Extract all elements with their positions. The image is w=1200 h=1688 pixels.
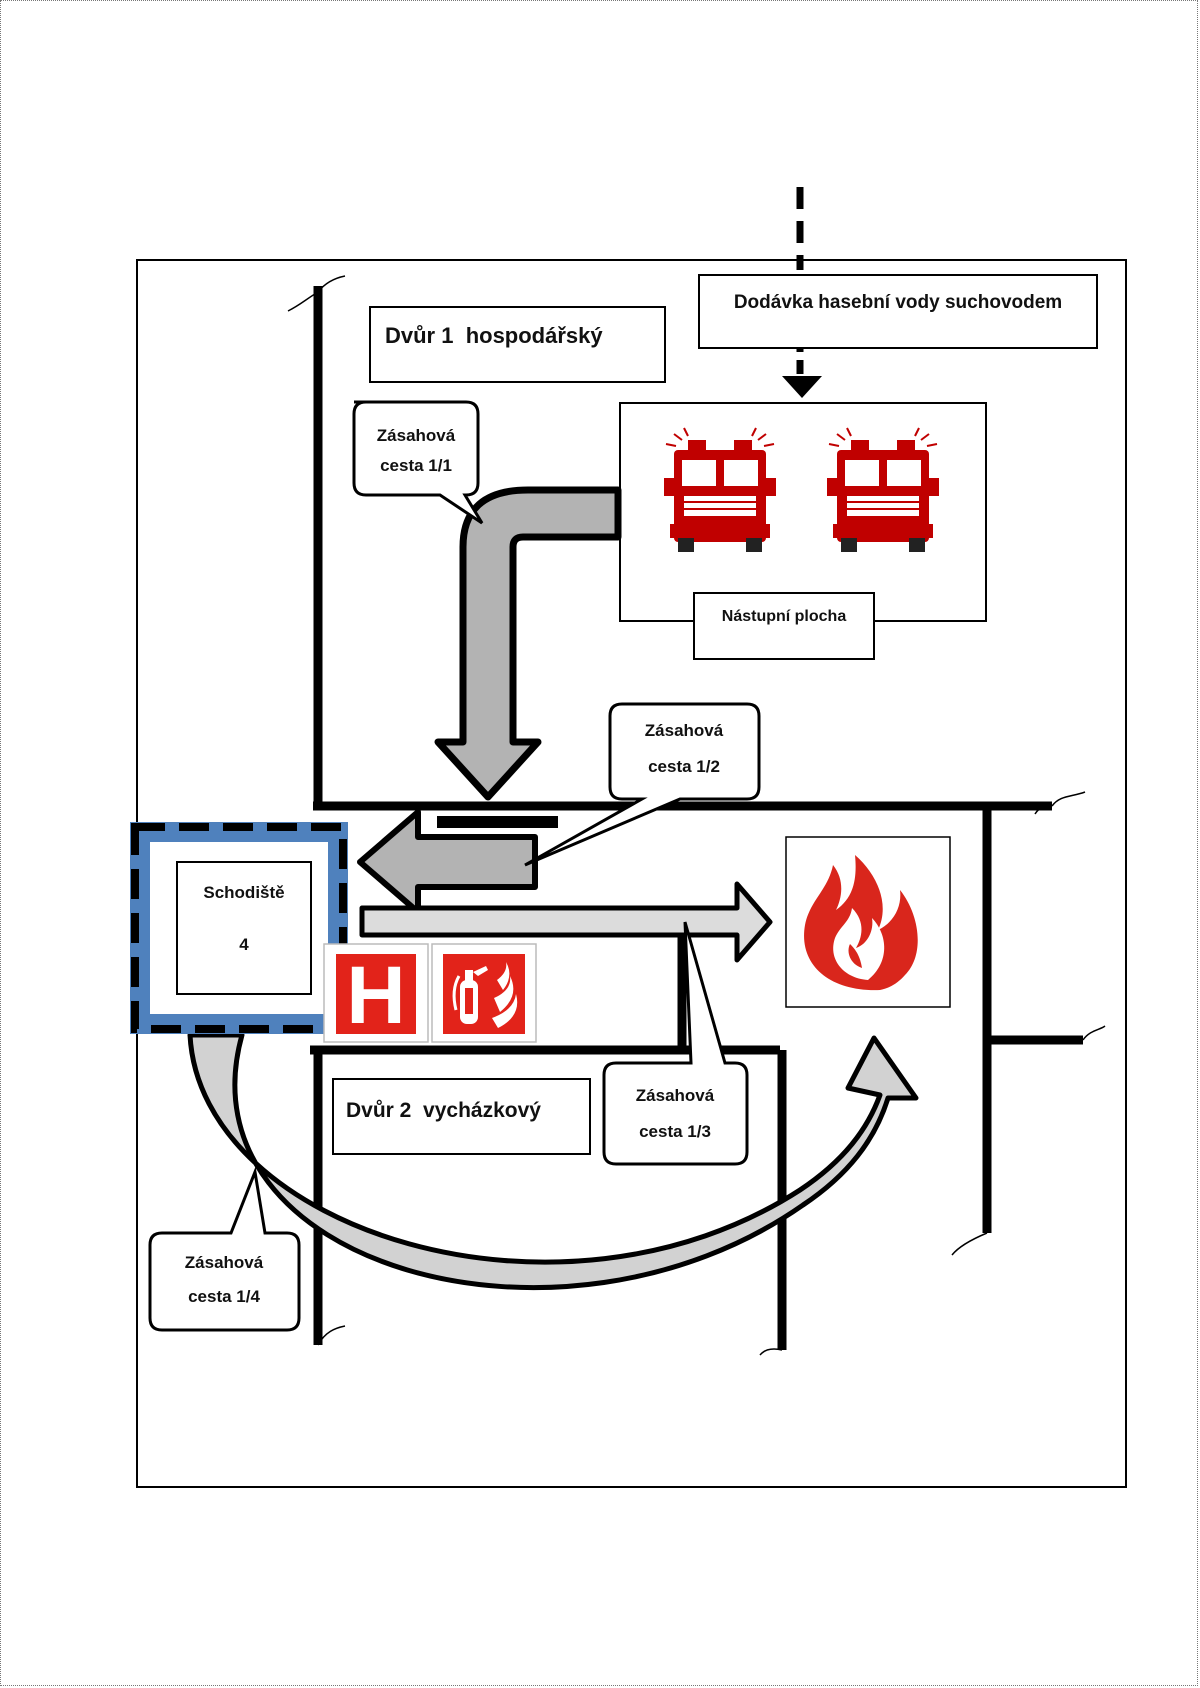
callout-route-1-3: Zásahová cesta 1/3 — [602, 921, 749, 1166]
callout-route-1-3-line2: cesta 1/3 — [639, 1122, 711, 1141]
callout-route-1-1-line1: Zásahová — [377, 426, 456, 445]
callout-route-1-2-line1: Zásahová — [645, 721, 724, 740]
courtyard-2-label: Dvůr 2 vycházkový — [346, 1099, 541, 1122]
fire-truck-icon — [664, 427, 776, 552]
staircase-box: Schodiště 4 — [130, 822, 348, 1034]
route-1-1-arrow — [434, 486, 622, 801]
callout-route-1-4-line1: Zásahová — [185, 1253, 264, 1272]
access-area-label-box: Nástupní plocha — [693, 592, 875, 660]
hydrant-letter: H — [346, 950, 405, 1041]
callout-route-1-2: Zásahová cesta 1/2 — [524, 702, 761, 867]
staircase-number: 4 — [239, 935, 249, 954]
route-1-3-arrow — [359, 881, 773, 963]
callout-route-1-2-line2: cesta 1/2 — [648, 757, 720, 776]
callout-route-1-1: Zásahová cesta 1/1 — [352, 400, 484, 525]
courtyard-1-label: Dvůr 1 hospodářský — [385, 323, 603, 348]
route-1-4-arrow — [187, 1032, 919, 1290]
fire-flame-icon — [785, 836, 951, 1008]
courtyard-1-box: Dvůr 1 hospodářský — [369, 306, 666, 383]
route-1-2-arrow — [357, 809, 538, 915]
hydrant-sign-icon: H — [323, 943, 429, 1043]
callout-route-1-4-line2: cesta 1/4 — [188, 1287, 260, 1306]
water-supply-box: Dodávka hasební vody suchovodem — [698, 274, 1098, 349]
water-supply-label: Dodávka hasební vody suchovodem — [734, 292, 1062, 313]
callout-route-1-1-line2: cesta 1/1 — [380, 456, 452, 475]
fire-truck-icon — [827, 427, 939, 552]
courtyard-2-box: Dvůr 2 vycházkový — [332, 1078, 591, 1155]
staircase-label: Schodiště — [203, 883, 284, 902]
access-area-label: Nástupní plocha — [722, 608, 847, 625]
callout-route-1-3-line1: Zásahová — [636, 1086, 715, 1105]
callout-route-1-4: Zásahová cesta 1/4 — [148, 1166, 301, 1332]
fire-extinguisher-sign-icon — [431, 943, 537, 1043]
